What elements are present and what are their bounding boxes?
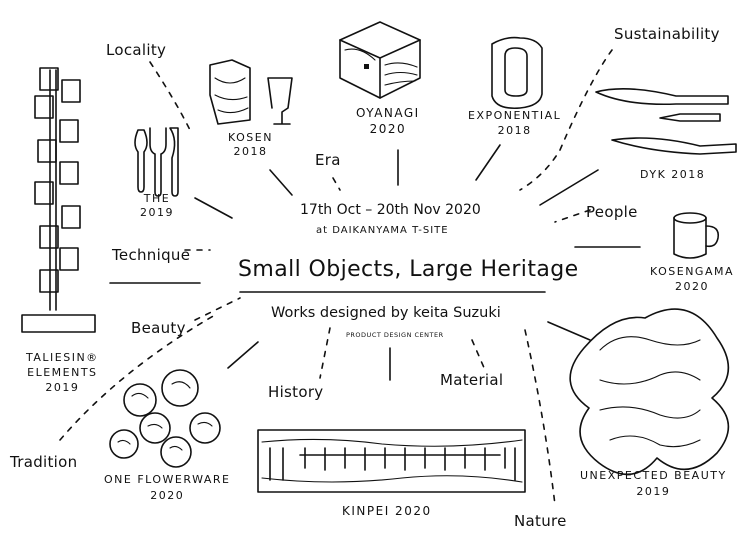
work-name: OYANAGI	[356, 106, 420, 120]
work-label-unexpected: UNEXPECTED BEAUTY 2019	[580, 470, 727, 497]
event-dates: 17th Oct – 20th Nov 2020	[300, 202, 481, 218]
keyword-beauty: Beauty	[131, 319, 186, 337]
event-venue: at DAIKANYAMA T-SITE	[316, 225, 449, 236]
work-label-kinpei: KINPEI 2020	[342, 505, 432, 517]
work-year: 2018	[233, 145, 268, 158]
work-year: 2020	[150, 489, 185, 502]
work-year: 2019	[636, 485, 671, 498]
exponential-illustration	[491, 36, 543, 110]
work-name: KOSENGAMA	[650, 265, 734, 278]
dashed-connectors	[59, 49, 613, 506]
work-label-dyk: DYK 2018	[640, 169, 705, 180]
one-flowerware-illustration	[109, 369, 221, 468]
work-label-the: THE 2019	[140, 193, 174, 218]
work-name: KOSEN	[228, 131, 273, 144]
work-name: EXPONENTIAL	[468, 109, 562, 122]
keyword-locality: Locality	[106, 41, 167, 59]
keyword-history: History	[268, 383, 324, 401]
dyk-knives-illustration	[595, 88, 737, 155]
taliesin-illustration	[21, 67, 96, 333]
work-line2: ELEMENTS	[27, 366, 98, 379]
connector-lines	[109, 144, 641, 381]
work-name: DYK 2018	[640, 168, 706, 181]
exhibition-subtitle: Works designed by keita Suzuki	[271, 305, 501, 321]
studio-name: PRODUCT DESIGN CENTER	[346, 331, 444, 339]
work-name: TALIESIN®	[26, 351, 99, 364]
work-year: 2020	[675, 280, 709, 293]
work-year: 2018	[497, 124, 532, 137]
work-label-exponential: EXPONENTIAL 2018	[468, 110, 561, 136]
work-name: UNEXPECTED BEAUTY	[580, 469, 727, 482]
work-label-taliesin: TALIESIN® ELEMENTS 2019	[26, 352, 99, 393]
work-label-kosen: KOSEN 2018	[228, 132, 273, 157]
keyword-tradition: Tradition	[10, 453, 78, 471]
kosengama-illustration	[673, 212, 720, 259]
work-name: ONE FLOWERWARE	[104, 473, 231, 486]
work-label-oneflowerware: ONE FLOWERWARE 2020	[104, 474, 230, 501]
exhibition-title: Small Objects, Large Heritage	[238, 257, 579, 282]
work-name: THE	[143, 192, 171, 205]
keyword-sustainability: Sustainability	[614, 25, 720, 43]
keyword-technique: Technique	[112, 246, 191, 264]
work-year: 2019	[140, 206, 174, 219]
work-year: 2019	[45, 381, 80, 394]
work-label-kosengama: KOSENGAMA 2020	[650, 266, 734, 292]
the-cutlery-illustration	[134, 127, 179, 197]
work-year: 2020	[369, 122, 407, 136]
keyword-people: People	[586, 203, 638, 221]
keyword-material: Material	[440, 371, 504, 389]
kinpei-illustration	[257, 429, 526, 493]
keyword-nature: Nature	[514, 512, 567, 530]
unexpected-beauty-illustration	[569, 308, 730, 476]
oyanagi-illustration	[339, 21, 421, 99]
work-name: KINPEI 2020	[342, 504, 432, 518]
work-label-oyanagi: OYANAGI 2020	[356, 107, 420, 135]
keyword-era: Era	[315, 151, 341, 169]
kosen-illustration	[209, 59, 293, 125]
